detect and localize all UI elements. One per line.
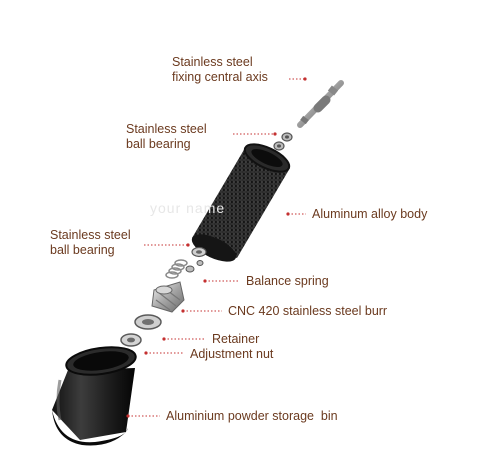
- label-ball-bearing-top: Stainless steel ball bearing: [126, 122, 207, 151]
- bottom-ball-bearing-part: [191, 246, 207, 258]
- burr-part: [151, 281, 185, 313]
- label-storage-bin: Aluminium powder storage bin: [166, 409, 338, 423]
- label-retainer: Retainer: [212, 332, 260, 346]
- leader-dots: [126, 77, 307, 418]
- label-burr: CNC 420 stainless steel burr: [228, 304, 388, 318]
- adjustment-nut-part: [120, 333, 142, 347]
- storage-bin-part: [52, 346, 137, 446]
- watermark-text: your name: [150, 200, 226, 216]
- label-body: Aluminum alloy body: [312, 207, 428, 221]
- central-axis-part: [297, 80, 344, 128]
- leader-lines: [128, 78, 306, 417]
- top-ball-bearing-part: [273, 132, 293, 151]
- label-adjustment-nut: Adjustment nut: [190, 347, 274, 361]
- label-ball-bearing-bottom: Stainless steel ball bearing: [50, 228, 131, 257]
- retainer-part: [134, 314, 162, 330]
- label-spring: Balance spring: [246, 274, 329, 288]
- label-central-axis: Stainless steel fixing central axis: [172, 55, 268, 84]
- aluminum-body-part: [191, 143, 291, 262]
- balance-spring-part: [165, 259, 204, 279]
